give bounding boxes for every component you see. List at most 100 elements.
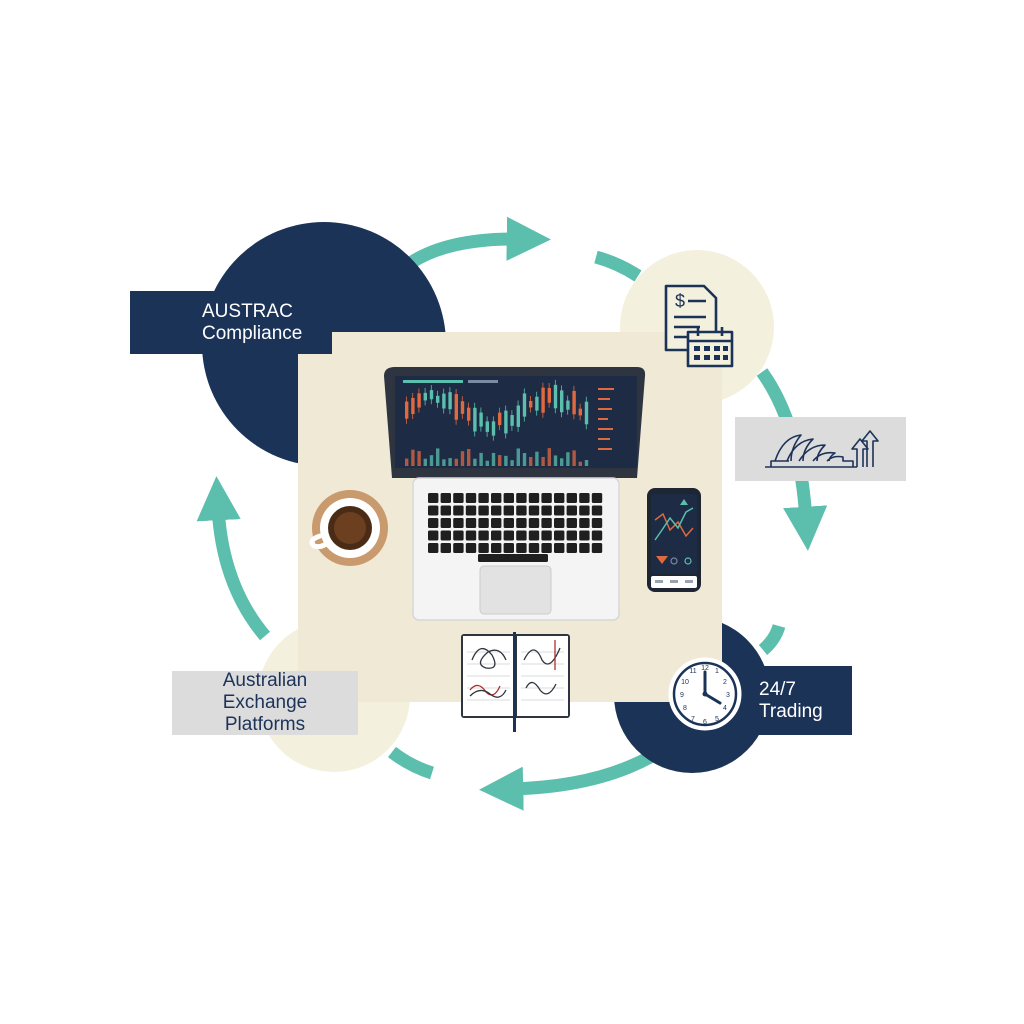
volume-bar — [491, 452, 496, 466]
austrac-compliance-label: AUSTRAC Compliance — [130, 291, 332, 354]
volume-bar — [460, 451, 465, 466]
keyboard-key — [491, 518, 502, 528]
exchange-label-line2: Exchange — [222, 692, 308, 713]
candlestick-chart — [405, 379, 589, 466]
austrac-label-line2: Compliance — [202, 322, 303, 344]
svg-text:8: 8 — [683, 705, 687, 712]
keyboard-key — [591, 493, 603, 503]
keyboard-key — [541, 505, 552, 516]
candle-body — [423, 392, 427, 401]
volume-bar — [535, 451, 539, 466]
keyboard-key — [503, 505, 514, 516]
svg-text:3: 3 — [726, 692, 730, 699]
candle-body — [560, 390, 564, 413]
keyboard-key — [579, 505, 590, 516]
coffee-cup-icon — [309, 490, 388, 566]
order-book-list — [598, 388, 614, 450]
keyboard-key — [465, 530, 477, 541]
candle-body — [553, 384, 558, 409]
keyboard-key — [503, 530, 514, 541]
keyboard-spacebar — [478, 554, 548, 562]
keyboard-key — [528, 530, 540, 541]
svg-text:$: $ — [675, 291, 685, 311]
keyboard-key — [566, 518, 577, 528]
keyboard-key — [491, 543, 502, 553]
svg-text:7: 7 — [691, 716, 695, 723]
keyboard-key — [440, 493, 451, 503]
volume-bar — [547, 448, 551, 466]
svg-text:2: 2 — [723, 679, 727, 686]
candle-body — [491, 421, 496, 436]
volume-bar — [448, 458, 452, 466]
austrac-label-line1: AUSTRAC — [202, 300, 293, 322]
volume-bar — [584, 459, 589, 466]
keyboard-key — [491, 493, 502, 503]
svg-text:6: 6 — [703, 719, 707, 726]
keyboard-key — [478, 530, 489, 541]
volume-bar — [522, 453, 527, 466]
keyboard-key — [440, 518, 451, 528]
arrow-exchange-link — [388, 746, 435, 780]
keyboard-key — [554, 518, 565, 528]
keyboard-key — [591, 505, 603, 516]
keyboard-key — [491, 530, 502, 541]
trackpad — [479, 565, 552, 615]
arrow-top — [408, 216, 551, 268]
volume-bar — [454, 458, 458, 466]
candle-body — [529, 400, 533, 408]
volume-bar — [578, 461, 582, 466]
volume-bar — [553, 455, 558, 466]
keyboard-key — [428, 493, 439, 503]
keyboard-key — [579, 518, 590, 528]
arrow-left — [196, 476, 271, 641]
keyboard-key — [453, 518, 464, 528]
smartphone-icon — [647, 488, 701, 592]
keyboard-key — [516, 505, 527, 516]
keyboard-key — [428, 505, 439, 516]
keyboard-key — [579, 493, 590, 503]
volume-bar — [442, 459, 446, 466]
candle-body — [498, 412, 502, 426]
keyboard-key — [440, 530, 451, 541]
keyboard-key — [491, 505, 502, 516]
keyboard-key — [579, 530, 590, 541]
candle-body — [405, 401, 409, 419]
volume-bar — [479, 452, 483, 466]
candle-body — [417, 393, 421, 408]
keyboard-key — [516, 543, 527, 553]
keyboard-key — [478, 493, 489, 503]
keyboard-key — [516, 530, 527, 541]
laptop-icon — [384, 367, 646, 621]
keyboard-key — [478, 518, 489, 528]
keyboard-key — [503, 518, 514, 528]
arrow-trading-link — [758, 624, 786, 655]
volume-bar — [473, 458, 477, 466]
candle-body — [572, 390, 576, 415]
keyboard-key — [541, 530, 552, 541]
keyboard-key — [428, 530, 439, 541]
candle-body — [522, 393, 527, 417]
arrow-tax-link — [594, 250, 642, 282]
keyboard-key — [428, 518, 439, 528]
keyboard-key — [591, 530, 603, 541]
exchange-platforms-label: Australian Exchange Platforms — [172, 670, 358, 735]
keyboard-key — [554, 530, 565, 541]
candle-body — [504, 410, 508, 434]
arrow-bottom — [479, 751, 654, 811]
keyboard-key — [566, 505, 577, 516]
keyboard-key — [453, 530, 464, 541]
keyboard-key — [566, 530, 577, 541]
candle-body — [479, 412, 483, 427]
keyboard-key — [440, 505, 451, 516]
volume-bar — [429, 455, 434, 466]
svg-text:5: 5 — [715, 716, 719, 723]
volume-bar — [529, 456, 533, 466]
keyboard-key — [566, 543, 577, 553]
volume-bar — [541, 456, 545, 466]
volume-bar — [405, 458, 409, 466]
keyboard-key — [554, 493, 565, 503]
keyboard-key — [465, 493, 477, 503]
trading-label-line2: Trading — [759, 700, 823, 722]
